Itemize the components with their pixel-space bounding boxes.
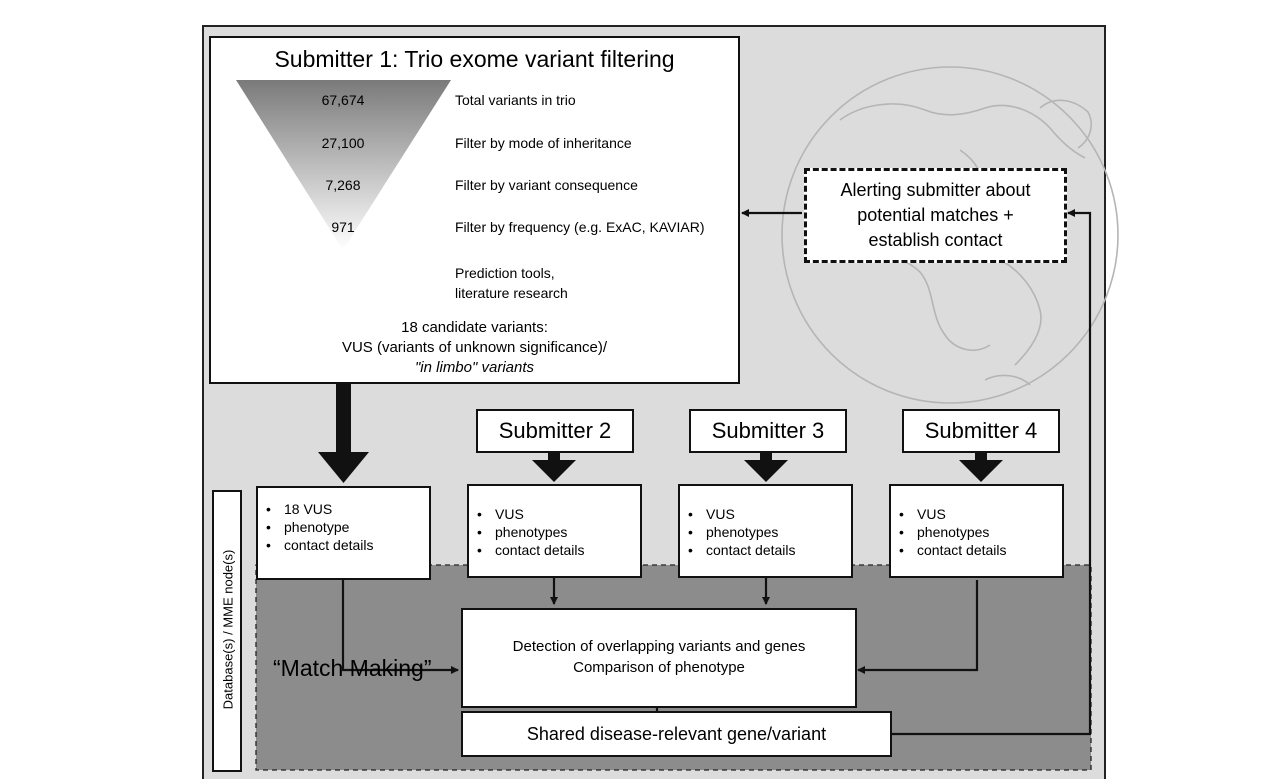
funnel-count-2: 27,100 — [321, 135, 365, 151]
funnel-label-2: Filter by mode of inheritance — [455, 135, 632, 151]
data-item: phenotype — [258, 518, 429, 536]
filter-funnel-icon — [236, 80, 451, 250]
funnel-label-1: Total variants in trio — [455, 92, 576, 108]
alert-line-3: establish contact — [868, 230, 1003, 250]
filter-title: Submitter 1: Trio exome variant filterin… — [274, 46, 675, 72]
detection-box: Detection of overlapping variants and ge… — [461, 608, 857, 708]
funnel-count-4: 971 — [331, 219, 355, 235]
detection-line-1: Detection of overlapping variants and ge… — [512, 638, 806, 655]
down-arrow-icon — [318, 384, 369, 483]
shared-result-box: Shared disease-relevant gene/variant — [461, 711, 892, 757]
candidate-line-2: VUS (variants of unknown significance)/ — [341, 339, 608, 356]
submitter4-data-box: VUS phenotypes contact details — [889, 484, 1064, 578]
submitter4-header: Submitter 4 — [902, 409, 1060, 453]
submitter2-data-box: VUS phenotypes contact details — [467, 484, 642, 578]
data-item: VUS — [469, 505, 640, 523]
data-item: phenotypes — [680, 523, 851, 541]
prediction-line-2: literature research — [455, 285, 568, 301]
data-item: VUS — [680, 505, 851, 523]
funnel-count-3: 7,268 — [325, 177, 361, 193]
database-label-box: Database(s) / MME node(s) — [212, 490, 242, 772]
submitter3-data-box: VUS phenotypes contact details — [678, 484, 853, 578]
match-making-label: “Match Making” — [273, 655, 432, 681]
down-arrow-icon — [532, 448, 1003, 482]
database-label: Database(s) / MME node(s) — [220, 549, 236, 710]
submitter1-data-box: 18 VUS phenotype contact details — [256, 486, 431, 580]
alert-line-2: potential matches + — [857, 205, 1014, 225]
data-item: VUS — [891, 505, 1062, 523]
funnel-count-1: 67,674 — [321, 92, 365, 108]
funnel-label-3: Filter by variant consequence — [455, 177, 638, 193]
data-item: phenotypes — [891, 523, 1062, 541]
data-item: contact details — [258, 536, 429, 554]
data-item: contact details — [469, 541, 640, 559]
alert-submitter-box: Alerting submitter about potential match… — [804, 168, 1067, 263]
prediction-tools-label: Prediction tools, literature research — [455, 263, 568, 303]
data-item: phenotypes — [469, 523, 640, 541]
candidate-variants: 18 candidate variants: VUS (variants of … — [209, 318, 740, 378]
data-item: contact details — [680, 541, 851, 559]
data-item: 18 VUS — [258, 500, 429, 518]
submitter2-header: Submitter 2 — [476, 409, 634, 453]
candidate-line-3: "in limbo" variants — [414, 359, 535, 376]
detection-line-2: Comparison of phenotype — [573, 659, 745, 676]
candidate-line-1: 18 candidate variants: — [401, 319, 548, 336]
funnel-label-4: Filter by frequency (e.g. ExAC, KAVIAR) — [455, 219, 705, 235]
submitter3-header: Submitter 3 — [689, 409, 847, 453]
alert-line-1: Alerting submitter about — [840, 180, 1031, 200]
prediction-line-1: Prediction tools, — [455, 265, 555, 281]
data-item: contact details — [891, 541, 1062, 559]
